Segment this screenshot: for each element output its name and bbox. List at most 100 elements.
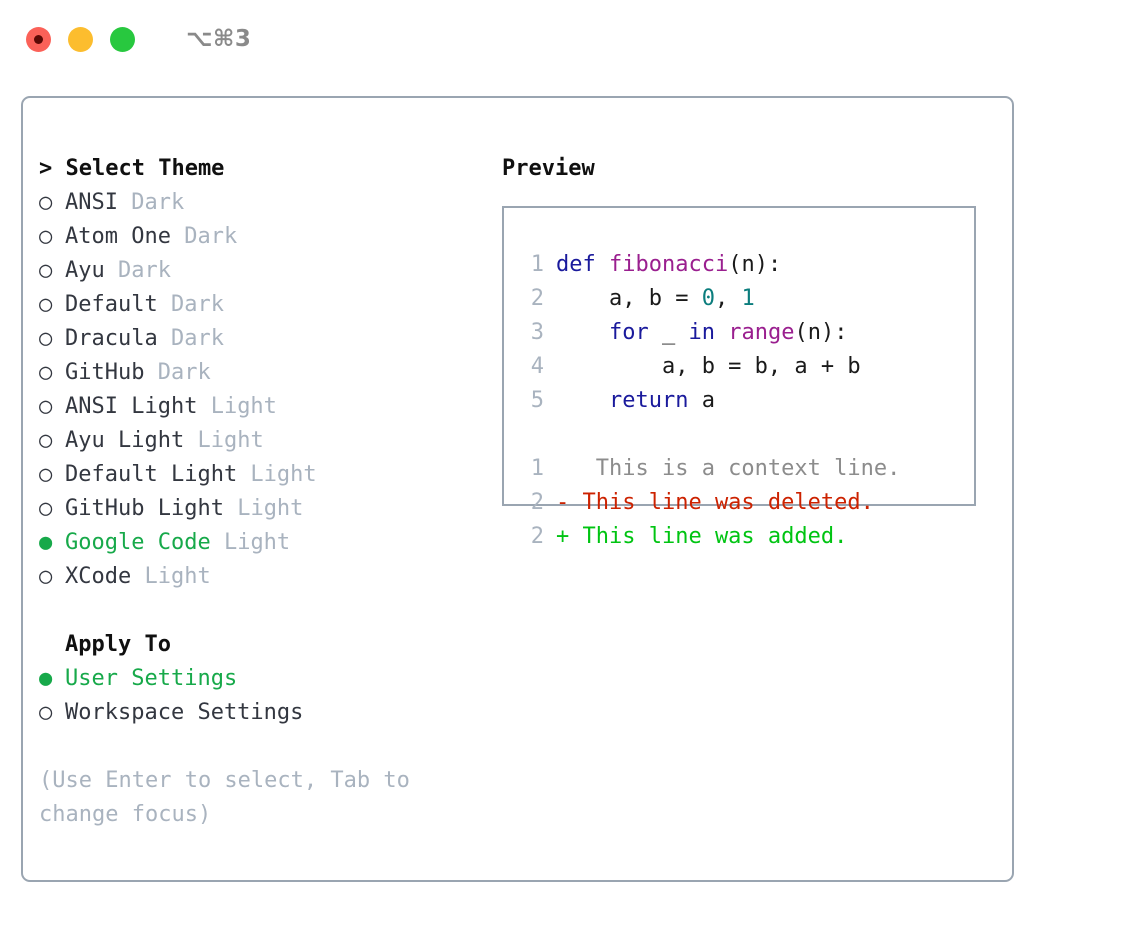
radio-empty-icon: ○: [39, 258, 53, 283]
code-line: 3 for _ in range(n):: [518, 316, 968, 350]
code-line: 2 a, b = 0, 1: [518, 282, 968, 316]
line-number: 3: [530, 320, 544, 345]
code-token: fibonacci: [609, 252, 729, 277]
code-token: def: [556, 252, 596, 277]
radio-empty-icon: ○: [39, 564, 53, 589]
radio-selected-icon: ●: [39, 666, 53, 691]
diff-text: + This line was added.: [556, 524, 848, 549]
code-token: [715, 320, 728, 345]
code-token: a: [688, 388, 715, 413]
code-token: ,: [714, 286, 742, 311]
diff-line: 1 This is a context line.: [518, 452, 968, 486]
theme-variant-label: Light: [237, 462, 317, 487]
theme-variant-label: Dark: [117, 190, 185, 215]
theme-option-atom-one[interactable]: ○Atom One Dark: [39, 220, 489, 254]
theme-list[interactable]: ○ANSI Dark○Atom One Dark○Ayu Dark○Defaul…: [39, 186, 489, 594]
code-token: [556, 388, 609, 413]
line-number: 2: [530, 490, 544, 515]
theme-variant-label: Light: [131, 564, 211, 589]
theme-option-label: Ayu: [65, 258, 105, 283]
close-button[interactable]: [26, 26, 51, 52]
theme-option-xcode[interactable]: ○ XCode Light: [39, 560, 489, 594]
theme-option-default[interactable]: ○ Default Dark: [39, 288, 489, 322]
radio-selected-icon: ●: [39, 530, 53, 555]
theme-option-github[interactable]: ○ GitHub Dark: [39, 356, 489, 390]
theme-variant-label: Dark: [157, 292, 224, 317]
code-token: (n):: [728, 252, 782, 277]
theme-variant-label: Dark: [157, 326, 224, 351]
app-window: > Select Theme ○ANSI Dark○Atom One Dark○…: [21, 96, 1014, 882]
code-token: 1: [741, 286, 755, 311]
theme-option-default-light[interactable]: ○ Default Light Light: [39, 458, 489, 492]
theme-option-ayu-light[interactable]: ○ Ayu Light Light: [39, 424, 489, 458]
code-line: 1 def fibonacci(n):: [518, 248, 968, 282]
code-token: 0: [701, 286, 715, 311]
title-bar: ⌥⌘3: [0, 0, 1140, 78]
theme-variant-label: Light: [223, 496, 304, 521]
theme-option-label: Default Light: [65, 462, 238, 487]
theme-option-label: Dracula: [65, 326, 158, 351]
list-spacer: [39, 594, 489, 628]
radio-empty-icon: ○: [39, 700, 53, 725]
line-number: 2: [530, 286, 544, 311]
theme-option-github-light[interactable]: ○ GitHub Light Light: [39, 492, 489, 526]
apply-to-option-workspace-settings[interactable]: ○ Workspace Settings: [39, 696, 489, 730]
radio-empty-icon: ○: [39, 394, 53, 419]
theme-variant-label: Dark: [104, 258, 171, 283]
code-token: for: [608, 320, 649, 345]
preview-header: Preview: [502, 156, 595, 181]
code-token: in: [688, 320, 715, 345]
theme-option-ansi[interactable]: ○ ANSI Dark: [39, 186, 489, 220]
theme-variant-label: Dark: [144, 360, 211, 385]
line-number: 1: [530, 252, 544, 277]
theme-option-label: XCode: [65, 564, 132, 589]
keyboard-hint: (Use Enter to select, Tab to change focu…: [39, 768, 410, 827]
apply-to-option-label: Workspace Settings: [65, 700, 304, 725]
line-number: 2: [530, 524, 544, 549]
theme-picker-panel: > Select Theme ○ANSI Dark○Atom One Dark○…: [39, 152, 489, 832]
theme-option-label: GitHub: [65, 360, 145, 385]
radio-empty-icon: ○: [39, 360, 53, 385]
radio-empty-icon: ○: [39, 462, 53, 487]
theme-option-ansi-light[interactable]: ○ ANSI Light Light: [39, 390, 489, 424]
minimize-button[interactable]: [68, 26, 93, 52]
diff-text: - This line was deleted.: [556, 490, 874, 515]
theme-option-label: Default: [65, 292, 158, 317]
theme-option-label: ANSI Light: [65, 394, 198, 419]
diff-text: This is a context line.: [556, 456, 901, 481]
apply-to-option-user-settings[interactable]: ● User Settings: [39, 662, 489, 696]
select-theme-header: > Select Theme: [39, 156, 225, 181]
theme-option-google-code[interactable]: ●Google Code Light: [39, 526, 489, 560]
theme-variant-label: Dark: [170, 224, 238, 249]
radio-empty-icon: ○: [39, 496, 53, 521]
code-token: _: [648, 320, 689, 345]
apply-to-header: Apply To: [65, 632, 171, 657]
apply-to-option-label: User Settings: [65, 666, 238, 691]
maximize-button[interactable]: [110, 26, 135, 52]
code-token: range: [728, 320, 795, 345]
theme-option-label: GitHub Light: [65, 496, 224, 521]
diff-sample: 1 This is a context line. 2 - This line wa…: [518, 452, 968, 554]
radio-empty-icon: ○: [39, 428, 53, 453]
apply-to-list[interactable]: ● User Settings ○ Workspace Settings: [39, 662, 489, 730]
code-token: [596, 252, 609, 277]
theme-option-label: Google Code: [65, 530, 211, 555]
theme-option-dracula[interactable]: ○Dracula Dark: [39, 322, 489, 356]
theme-variant-label: Light: [184, 428, 264, 453]
code-gap: [518, 418, 968, 452]
code-token: return: [608, 388, 689, 413]
code-token: [556, 320, 609, 345]
line-number: 5: [530, 388, 544, 413]
theme-option-label: Ayu Light: [65, 428, 185, 453]
theme-option-ayu[interactable]: ○ Ayu Dark: [39, 254, 489, 288]
code-token: a, b = b, a + b: [556, 354, 861, 379]
diff-line: 2 - This line was deleted.: [518, 486, 968, 520]
theme-variant-label: Light: [197, 394, 277, 419]
radio-empty-icon: ○: [39, 190, 53, 215]
code-line: 5 return a: [518, 384, 968, 418]
theme-option-label: ANSI: [65, 190, 118, 215]
keyboard-shortcut-label: ⌥⌘3: [186, 26, 252, 52]
radio-empty-icon: ○: [39, 292, 53, 317]
